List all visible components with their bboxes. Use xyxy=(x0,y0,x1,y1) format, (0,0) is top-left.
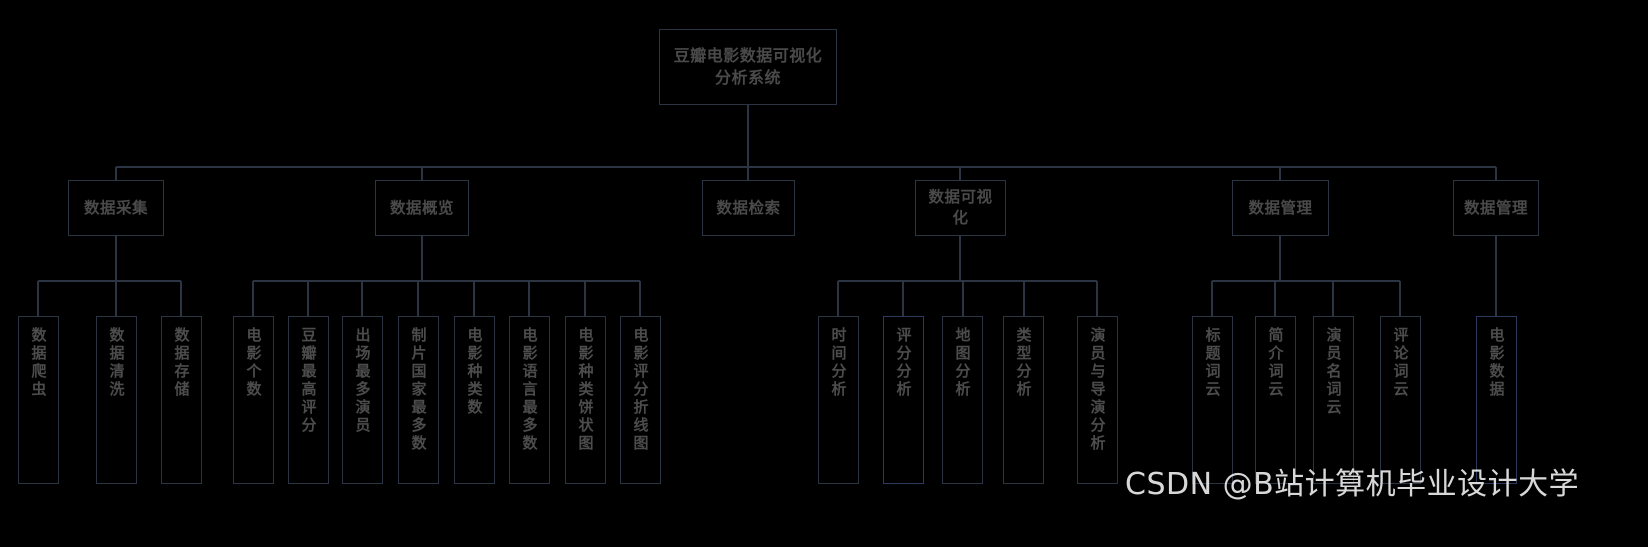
node-leaf-time-analysis[interactable]: 时间分析 xyxy=(818,316,859,484)
node-leaf-actor-director-analysis[interactable]: 演员与导演分析 xyxy=(1077,316,1118,484)
node-leaf-label: 数据清洗 xyxy=(107,327,126,399)
node-root-label: 豆瓣电影数据可视化分析系统 xyxy=(673,46,823,87)
node-branch-data-search[interactable]: 数据检索 xyxy=(702,180,795,236)
node-leaf-rating-analysis[interactable]: 评分分析 xyxy=(883,316,924,484)
node-leaf-label: 电影种类饼状图 xyxy=(576,327,595,453)
node-branch-label: 数据管理 xyxy=(1248,198,1313,217)
node-branch-data-overview[interactable]: 数据概览 xyxy=(375,180,469,236)
node-leaf-label: 数据爬虫 xyxy=(29,327,48,399)
node-leaf-label: 制片国家最多数 xyxy=(409,327,428,453)
node-leaf-label: 评分分析 xyxy=(894,327,913,399)
node-leaf-genre-count[interactable]: 电影种类数 xyxy=(454,316,495,484)
node-leaf-label: 演员与导演分析 xyxy=(1088,327,1107,453)
node-leaf-label: 电影语言最多数 xyxy=(520,327,539,453)
node-leaf-label: 电影评分折线图 xyxy=(631,327,650,453)
node-branch-label: 数据检索 xyxy=(716,198,781,217)
node-leaf-map-analysis[interactable]: 地图分析 xyxy=(942,316,983,484)
node-branch-data-management-wordcloud[interactable]: 数据管理 xyxy=(1232,180,1329,236)
node-leaf-label: 电影种类数 xyxy=(465,327,484,417)
node-leaf-label: 地图分析 xyxy=(953,327,972,399)
node-leaf-storage[interactable]: 数据存储 xyxy=(161,316,202,484)
node-leaf-top-country-count[interactable]: 制片国家最多数 xyxy=(398,316,439,484)
node-leaf-crawler[interactable]: 数据爬虫 xyxy=(18,316,59,484)
node-leaf-summary-wordcloud[interactable]: 简介词云 xyxy=(1255,316,1296,484)
node-leaf-label: 电影个数 xyxy=(244,327,263,399)
node-leaf-genre-pie-chart[interactable]: 电影种类饼状图 xyxy=(565,316,606,484)
node-leaf-label: 出场最多演员 xyxy=(353,327,372,435)
node-leaf-label: 评论词云 xyxy=(1391,327,1410,399)
node-branch-data-visualization[interactable]: 数据可视化 xyxy=(915,180,1006,236)
node-leaf-label: 标题词云 xyxy=(1203,327,1222,399)
node-branch-label: 数据管理 xyxy=(1463,198,1528,217)
node-leaf-label: 数据存储 xyxy=(172,327,191,399)
node-leaf-movie-data[interactable]: 电影数据 xyxy=(1476,316,1517,484)
node-leaf-label: 豆瓣最高评分 xyxy=(299,327,318,435)
node-leaf-rating-line-chart[interactable]: 电影评分折线图 xyxy=(620,316,661,484)
node-leaf-comment-wordcloud[interactable]: 评论词云 xyxy=(1380,316,1421,484)
node-leaf-movie-count[interactable]: 电影个数 xyxy=(233,316,274,484)
watermark-text: CSDN @B站计算机毕业设计大学 xyxy=(1125,467,1580,502)
node-branch-label: 数据采集 xyxy=(83,198,148,217)
node-leaf-top-language-count[interactable]: 电影语言最多数 xyxy=(509,316,550,484)
node-branch-label: 数据可视化 xyxy=(928,188,993,227)
node-leaf-label: 演员名词云 xyxy=(1324,327,1343,417)
node-leaf-most-appearances-actor[interactable]: 出场最多演员 xyxy=(342,316,383,484)
node-branch-label: 数据概览 xyxy=(389,198,454,217)
node-branch-data-collection[interactable]: 数据采集 xyxy=(68,180,164,236)
node-leaf-label: 类型分析 xyxy=(1014,327,1033,399)
node-branch-data-management-records[interactable]: 数据管理 xyxy=(1453,180,1539,236)
node-leaf-actor-name-wordcloud[interactable]: 演员名词云 xyxy=(1313,316,1354,484)
node-leaf-label: 简介词云 xyxy=(1266,327,1285,399)
node-leaf-label: 电影数据 xyxy=(1487,327,1506,399)
node-leaf-title-wordcloud[interactable]: 标题词云 xyxy=(1192,316,1233,484)
node-leaf-top-rating[interactable]: 豆瓣最高评分 xyxy=(288,316,329,484)
node-leaf-genre-analysis[interactable]: 类型分析 xyxy=(1003,316,1044,484)
node-leaf-cleaning[interactable]: 数据清洗 xyxy=(96,316,137,484)
node-leaf-label: 时间分析 xyxy=(829,327,848,399)
node-root[interactable]: 豆瓣电影数据可视化分析系统 xyxy=(659,29,837,105)
